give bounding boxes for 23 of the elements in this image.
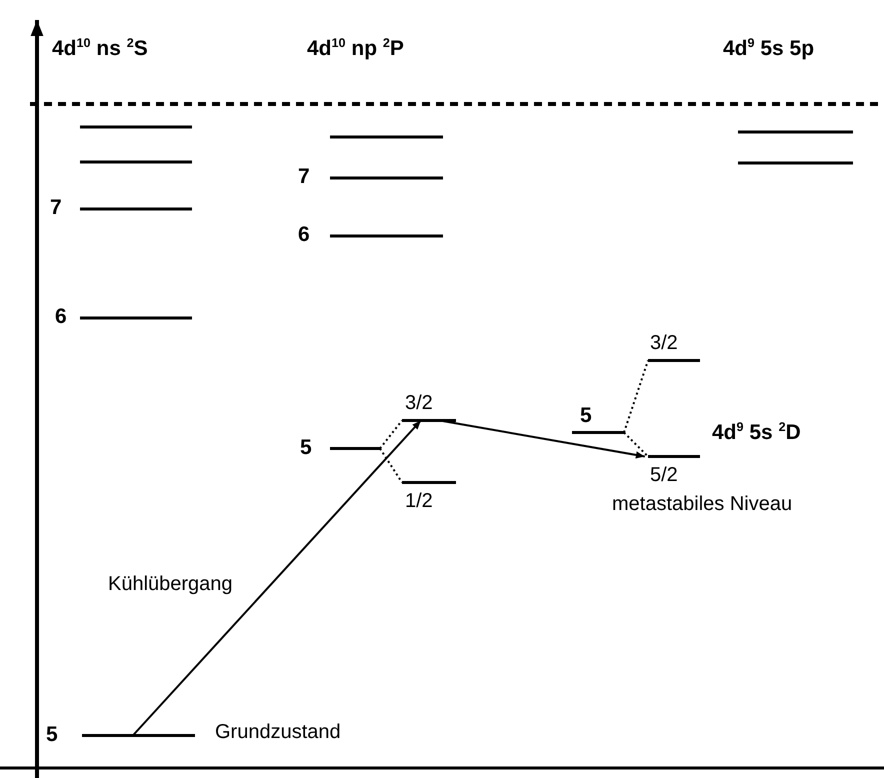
level-number: 7 [298,166,310,187]
level-number: 6 [55,306,67,327]
level-caption: Grundzustand [215,722,341,742]
term-label: 4d$^{9}$ 5s 5p [723,38,814,59]
energy-level: 5 [572,405,624,434]
dotted-connector [623,360,649,433]
energy-level: 5 [300,435,380,461]
energy-level: 5 [46,722,195,748]
dotted-connector [379,420,403,450]
transition-arrow [132,420,422,736]
energy-level: 3/2 [402,393,456,422]
term-label: 4d$^{10}$ ns $^{2}$S [52,38,148,59]
level-number: 6 [298,224,310,245]
term-label: 4d$^{10}$ np $^{2}$P [307,38,404,59]
term-label: 4d$^{9}$ 5s $^{2}$D [712,422,801,443]
edge-label: Kühlübergang [108,574,233,594]
dotted-connector [379,448,403,484]
energy-level: 5/2 [648,455,700,485]
level-number: 7 [50,197,62,218]
level-caption: metastabiles Niveau [612,494,792,514]
energy-level: 3/2 [648,333,700,362]
dotted-connector [623,432,649,458]
energy-level: 1/2 [402,481,456,511]
